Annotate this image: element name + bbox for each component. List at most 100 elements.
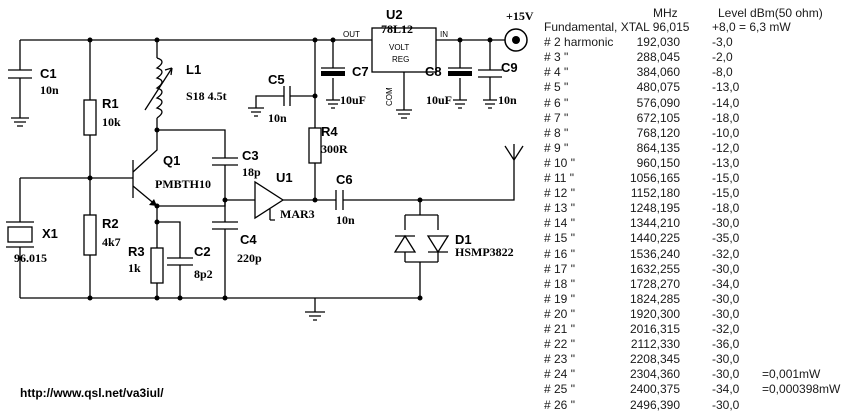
table-cell-label: # 2 harmonic — [544, 35, 614, 50]
table-cell-label: # 18 " — [544, 276, 575, 291]
reg-text-2: REG — [392, 55, 409, 64]
table-cell-mhz: 1152,180 — [630, 186, 680, 201]
table-cell-label: # 5 " — [544, 80, 569, 95]
table-cell-label: # 15 " — [544, 231, 575, 246]
table-cell-mhz: 1632,255 — [629, 261, 680, 276]
table-cell-label: # 25 " — [544, 382, 575, 397]
table-cell-label: Fundamental, XTAL 96,015 — [544, 20, 690, 34]
table-cell-level: -34,0 — [712, 382, 740, 397]
table-cell-label: # 23 " — [544, 352, 575, 367]
table-cell-level: -32,0 — [712, 322, 740, 336]
c9-capacitor — [478, 40, 502, 109]
table-cell-label: # 4 " — [544, 65, 569, 80]
q1-transistor — [132, 130, 158, 207]
l1-inductor — [144, 40, 173, 130]
c5-label: C5 — [268, 72, 285, 87]
c8-value: 10uF — [426, 93, 452, 107]
table-cell-mhz: 2400,375 — [629, 382, 680, 397]
c9-label: C9 — [501, 60, 518, 75]
table-cell-level: -15,0 — [712, 171, 740, 185]
table-cell-level: -18,0 — [712, 201, 740, 216]
table-cell-label: # 6 " — [544, 95, 569, 110]
table-row: # 10 "960,150-13,0 — [540, 156, 846, 170]
r2-resistor — [83, 178, 97, 298]
table-row: # 8 "768,120-10,0 — [540, 126, 846, 140]
table-cell-note: =0,001mW — [762, 367, 821, 382]
table-row: # 13 "1248,195-18,0 — [540, 201, 846, 215]
table-row: # 7 "672,105-18,0 — [540, 111, 846, 125]
u1-label: U1 — [276, 170, 293, 185]
c6-capacitor — [335, 160, 515, 210]
table-row: # 21 "2016,315-32,0 — [540, 322, 846, 336]
c4-label: C4 — [240, 232, 257, 247]
table-cell-note: =0,000398mW — [762, 382, 841, 397]
u2-label: U2 — [386, 7, 403, 22]
table-cell-label: # 24 " — [544, 367, 575, 382]
table-row: # 25 " 2400,375 -34,0 =0,000398mW — [540, 382, 846, 396]
supply-terminal — [504, 28, 528, 52]
table-cell-mhz: 2304,360 — [629, 367, 680, 382]
table-cell-level: -3,0 — [712, 35, 733, 50]
table-cell-label: # 14 " — [544, 216, 575, 231]
c6-label: C6 — [336, 172, 353, 187]
x1-label: X1 — [42, 226, 58, 241]
table-cell-label: # 3 " — [544, 50, 569, 65]
c9-value: 10n — [498, 93, 517, 107]
table-cell-mhz: 480,075 — [636, 80, 680, 95]
table-cell-level: -30,0 — [712, 291, 740, 306]
table-row: # 17 " 1632,255 -30,0 — [540, 262, 846, 276]
c8-label: C8 — [425, 64, 442, 79]
table-cell-label: # 17 " — [544, 261, 575, 276]
table-cell-level: -2,0 — [712, 50, 733, 65]
table-cell-mhz: 1728,270 — [629, 276, 680, 291]
table-cell-level: -30,0 — [712, 397, 740, 412]
table-cell-level: -10,0 — [712, 125, 740, 140]
q1-label: Q1 — [163, 153, 180, 168]
table-row: # 15 "1440,225-35,0 — [540, 231, 846, 245]
table-row: # 9 " 864,135 -12,0 — [540, 141, 846, 155]
table-cell-level: -30,0 — [712, 352, 740, 367]
harmonics-table: MHz Level dBm(50 ohm) Fundamental, XTAL … — [540, 0, 846, 418]
c4-capacitor — [212, 200, 238, 298]
table-cell-mhz: 576,090 — [636, 95, 680, 110]
table-cell-mhz: 1920,300 — [629, 306, 680, 321]
table-cell-mhz: 1344,210 — [629, 216, 680, 231]
r2-value: 4k7 — [102, 235, 121, 249]
table-cell-level: -32,0 — [712, 246, 740, 261]
table-cell-label: # 10 " — [544, 155, 575, 170]
table-cell-level: -12,0 — [712, 140, 740, 155]
table-cell-label: # 12 " — [544, 186, 575, 201]
table-row: # 23 " 2208,345 -30,0 — [540, 352, 846, 366]
table-cell-level: -30,0 — [712, 261, 740, 276]
out-pin: OUT — [343, 30, 360, 39]
header-mhz: MHz — [653, 6, 678, 20]
table-cell-label: # 7 " — [544, 110, 569, 125]
table-row: # 6 " 576,090 -14,0 — [540, 96, 846, 110]
header-level: Level dBm(50 ohm) — [718, 6, 823, 20]
table-cell-mhz: 864,135 — [636, 140, 680, 155]
source-url: http://www.qsl.net/va3iul/ — [20, 386, 164, 400]
c2-capacitor — [157, 221, 193, 298]
table-cell-mhz: 192,030 — [636, 35, 680, 50]
r1-label: R1 — [102, 96, 119, 111]
table-cell-mhz: 2496,390 — [629, 397, 680, 412]
table-cell-label: # 19 " — [544, 291, 575, 306]
table-cell-level: -30,0 — [712, 306, 740, 321]
table-cell-mhz: 2208,345 — [629, 352, 680, 367]
table-cell-level: -35,0 — [712, 231, 740, 246]
d1-label: D1 — [455, 232, 472, 247]
table-cell-mhz: 1056,165 — [629, 171, 680, 185]
table-cell-label: # 9 " — [544, 140, 569, 155]
table-cell-mhz: 288,045 — [636, 50, 680, 65]
table-cell-level: -14,0 — [712, 95, 740, 110]
c2-label: C2 — [194, 244, 211, 259]
c7-label: C7 — [352, 64, 369, 79]
r3-label: R3 — [128, 244, 145, 259]
l1-label: L1 — [186, 62, 201, 77]
c2-value: 8p2 — [194, 267, 213, 281]
table-cell-mhz: 1824,285 — [629, 291, 680, 306]
table-cell-label: # 20 " — [544, 306, 575, 321]
c5-value: 10n — [268, 111, 287, 125]
r4-value: 300R — [321, 142, 348, 156]
r2-label: R2 — [102, 216, 119, 231]
